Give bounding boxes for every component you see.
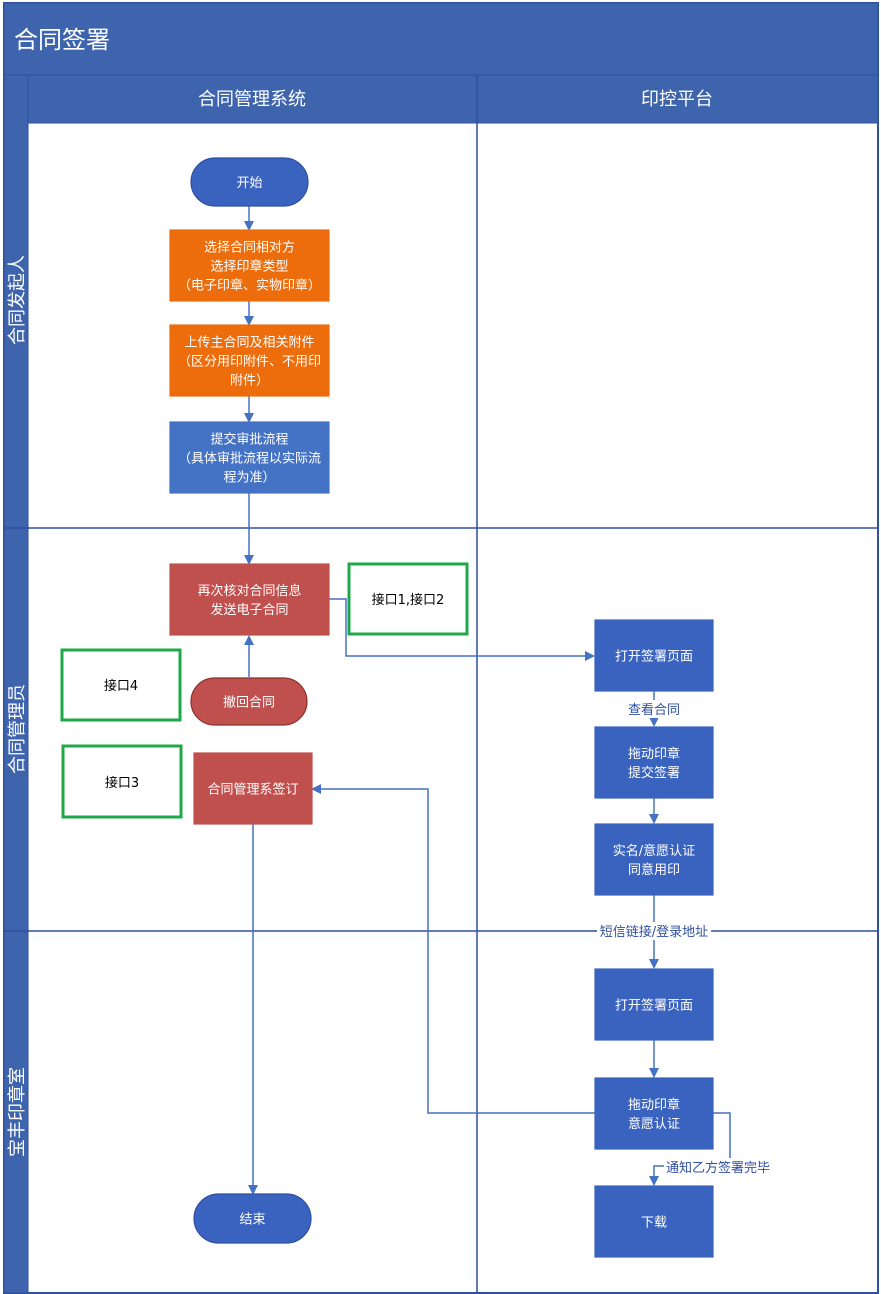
node-withdraw: 撤回合同 [190, 677, 308, 726]
edge-label-notify: 通知乙方签署完毕 [666, 1160, 770, 1176]
node-label-cms-sign-0: 合同管理系签订 [207, 782, 298, 798]
node-label-open2-0: 打开签署页面 [615, 998, 693, 1014]
column-header-seal-platform: 印控平台 [641, 89, 713, 110]
node-label-verify-1: 发送电子合同 [210, 602, 288, 618]
node-label-select-1: 选择印章类型 [210, 259, 288, 275]
node-label-drag2-0: 拖动印章 [628, 1097, 680, 1113]
node-shape-open1 [594, 619, 714, 692]
node-label-drag2-1: 意愿认证 [628, 1116, 680, 1132]
node-label-start-0: 开始 [236, 176, 262, 191]
lane-label-initiator: 合同发起人 [7, 255, 28, 345]
interface-box-3: 接口3 [61, 744, 183, 819]
node-download: 下载 [594, 1185, 714, 1258]
edge-label-notify-bg [664, 1158, 772, 1176]
node-shape-cms-sign [193, 752, 313, 825]
node-label-approve-2: 程为准） [223, 471, 275, 486]
interface-box-12: 接口1,接口2 [347, 562, 469, 636]
lane-label-seal-room: 宝丰印章室 [7, 1067, 28, 1157]
node-shape-withdraw [190, 677, 308, 726]
column-header-bar [3, 74, 879, 124]
lane-label-admin: 合同管理员 [7, 684, 28, 774]
node-open1: 打开签署页面 [594, 619, 714, 692]
node-shape-auth1 [594, 823, 714, 896]
interface-label-12: 接口1,接口2 [372, 592, 445, 608]
node-label-verify-0: 再次核对合同信息 [197, 583, 301, 599]
node-label-withdraw-0: 撤回合同 [223, 695, 275, 711]
node-label-end-0: 结束 [239, 1213, 265, 1228]
node-shape-open2 [594, 968, 714, 1041]
node-label-select-0: 选择合同相对方 [204, 240, 295, 256]
node-shape-verify [169, 563, 330, 636]
node-label-drag1-0: 拖动印章 [628, 746, 680, 762]
node-start: 开始 [190, 157, 309, 207]
interface-box-4: 接口4 [60, 648, 182, 722]
node-cms-sign: 合同管理系签订 [193, 752, 313, 825]
node-label-upload-1: （区分用印附件、不用印 [178, 355, 321, 370]
node-shape-end [193, 1193, 312, 1244]
node-label-auth1-1: 同意用印 [628, 862, 680, 878]
node-label-download-0: 下载 [641, 1216, 667, 1231]
interface-label-3: 接口3 [105, 775, 139, 791]
node-label-select-2: （电子印章、实物印章） [178, 278, 321, 294]
node-shape-approve [169, 421, 330, 494]
node-label-approve-1: （具体审批流程以实际流 [178, 452, 321, 467]
edge-verify-open1 [329, 598, 595, 661]
edge-label-view: 查看合同 [628, 702, 680, 718]
edge-drag2-cms-sign [311, 784, 595, 1114]
diagram-title: 合同签署 [14, 26, 110, 54]
node-label-upload-0: 上传主合同及相关附件 [184, 336, 314, 351]
node-label-approve-0: 提交审批流程 [210, 432, 288, 448]
node-shape-start [190, 157, 309, 207]
node-open2: 打开签署页面 [594, 968, 714, 1041]
node-end: 结束 [193, 1193, 312, 1244]
node-shape-upload [169, 324, 330, 397]
node-label-open1-0: 打开签署页面 [615, 649, 693, 665]
lane-label-strip [3, 74, 29, 1294]
column-header-cms: 合同管理系统 [198, 89, 306, 110]
interface-label-4: 接口4 [104, 678, 138, 694]
title-bar [3, 2, 879, 76]
edge-label-sms-bg [597, 922, 711, 940]
node-shape-drag2 [594, 1077, 714, 1150]
diagram-frame [3, 2, 879, 1294]
node-shape-download [594, 1185, 714, 1258]
node-shape-select [169, 229, 330, 302]
node-label-auth1-0: 实名/意愿认证 [613, 843, 695, 859]
node-label-drag1-1: 提交签署 [628, 765, 680, 781]
edge-label-view-bg [624, 700, 684, 718]
node-label-upload-2: 附件） [230, 374, 269, 389]
node-shape-drag1 [594, 726, 714, 799]
edge-label-sms: 短信链接/登录地址 [600, 924, 708, 940]
